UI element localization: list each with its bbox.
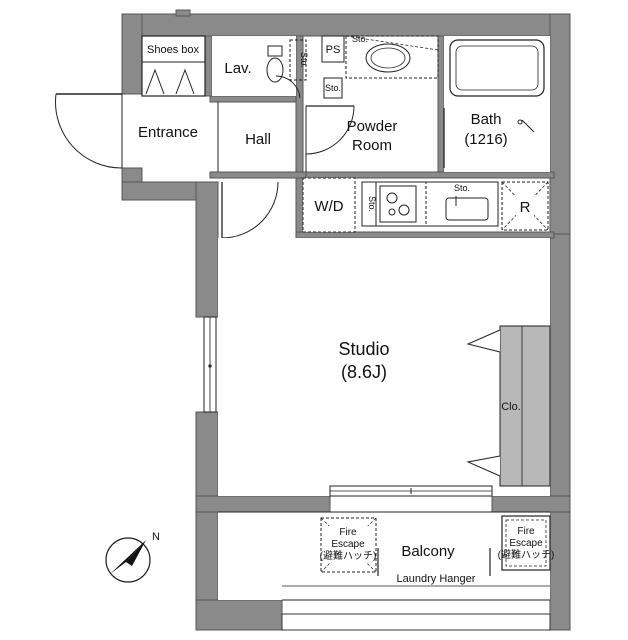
fire-escape-left-1: Fire: [339, 527, 357, 538]
bath-label-1: Bath: [471, 111, 502, 128]
fire-escape-left-2: Escape: [331, 539, 365, 550]
ps-label: PS: [326, 44, 341, 56]
studio-label-2: (8.6J): [341, 362, 387, 382]
laundry-hanger-label: Laundry Hanger: [397, 573, 476, 585]
shoes-box-label: Shoes box: [147, 44, 199, 56]
fire-escape-hatch-left: Fire Escape (避難ハッチ): [320, 517, 377, 573]
studio-label-1: Studio: [338, 339, 389, 359]
balcony-window[interactable]: [329, 485, 493, 497]
hall: Hall: [217, 102, 279, 239]
bath-label-2: (1216): [464, 131, 507, 148]
fire-escape-hatch-right: Fire Escape (避難ハッチ): [498, 515, 555, 571]
wall-notch: [175, 9, 191, 17]
entrance-door[interactable]: [55, 93, 123, 169]
balcony: Balcony Laundry Hanger: [218, 511, 550, 601]
exterior-walls: [121, 13, 571, 631]
north-arrow-icon: N: [105, 531, 160, 583]
refrigerator-label: R: [520, 199, 531, 216]
bath: Bath (1216): [443, 36, 550, 172]
sto-powder-label: Sto.: [325, 83, 341, 93]
burner-icon: [398, 204, 410, 216]
powder-room: Sto. Powder Room: [305, 34, 439, 172]
fire-escape-right-2: Escape: [509, 538, 543, 549]
sto-kitchen-left-label: Sto.: [367, 196, 377, 212]
shoes-box: Shoes box: [141, 35, 206, 97]
sto-kitchen-right-label: Sto.: [454, 183, 470, 193]
fire-escape-left-3: (避難ハッチ): [320, 549, 377, 562]
hall-label: Hall: [245, 131, 271, 148]
kitchen-row: W/D Sto. Sto. R: [302, 177, 549, 233]
fire-escape-right-3: (避難ハッチ): [498, 548, 555, 561]
sto-top-label: Sto.: [352, 34, 368, 44]
entrance-label: Entrance: [138, 124, 198, 141]
powder-room-label-1: Powder: [347, 118, 398, 135]
washer-dryer-label: W/D: [314, 198, 343, 215]
burner-icon: [386, 192, 398, 204]
powder-room-label-2: Room: [352, 137, 392, 154]
closet-label: Clo.: [501, 401, 521, 413]
north-label: N: [152, 531, 160, 543]
balcony-label: Balcony: [401, 543, 455, 560]
fire-escape-right-1: Fire: [517, 526, 535, 537]
lavatory: Sto. Lav.: [212, 36, 309, 99]
burner-icon: [388, 208, 396, 216]
studio: Studio (8.6J): [218, 238, 550, 496]
closet: Clo.: [466, 325, 551, 487]
pipe-space: PS Sto.: [321, 35, 345, 99]
lavatory-label: Lav.: [224, 60, 251, 77]
sto-lav-label: Sto.: [299, 52, 309, 68]
studio-side-window: [203, 316, 217, 413]
